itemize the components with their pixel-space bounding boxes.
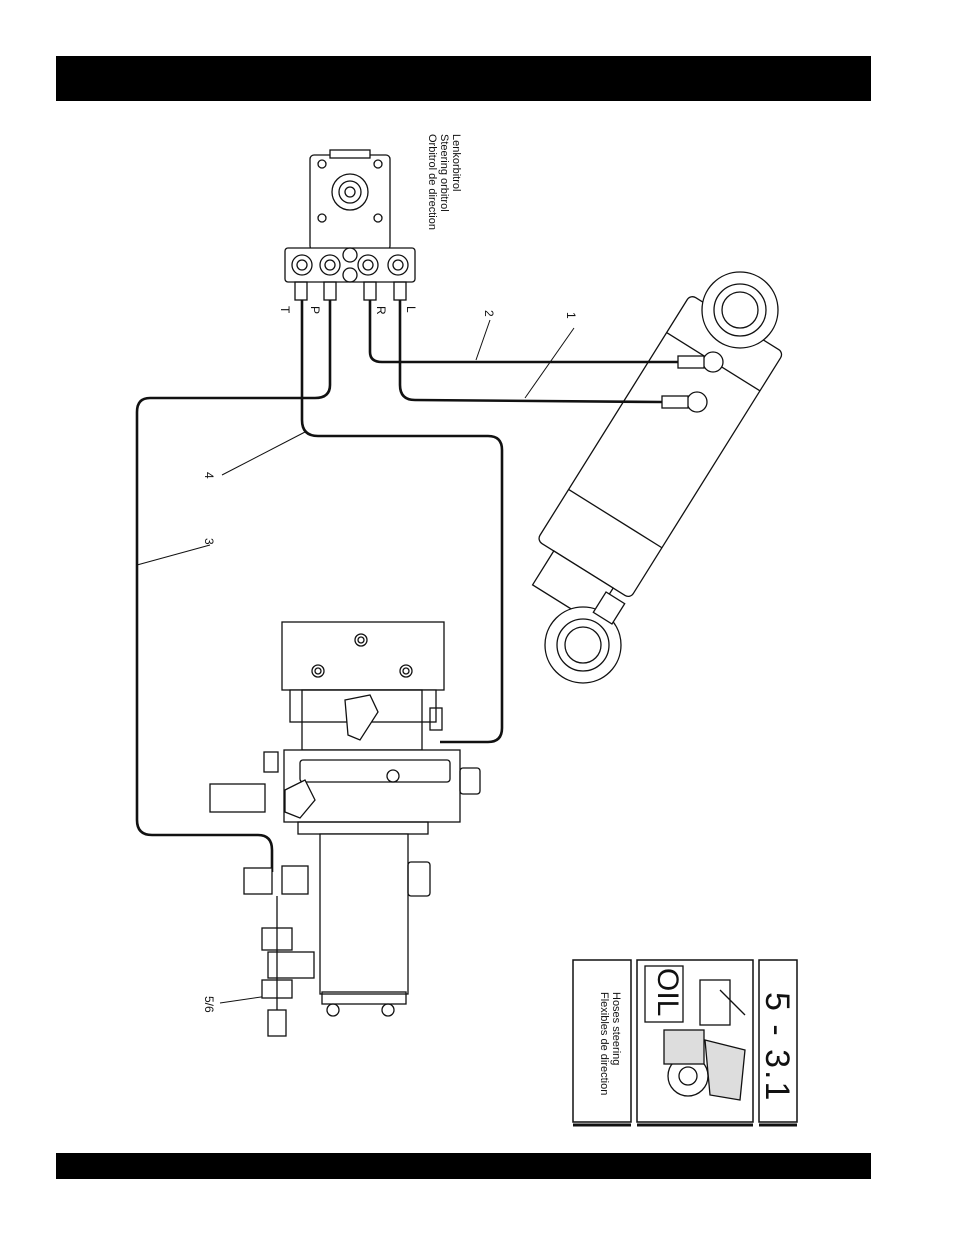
port-label-r: R <box>374 306 388 315</box>
port-label-l: L <box>404 306 418 313</box>
callout-5-6: 5/6 <box>202 996 216 1013</box>
steering-orbitrol <box>285 150 415 300</box>
callout-2: 2 <box>482 310 496 317</box>
callout-3: 3 <box>202 538 216 545</box>
callout-4: 4 <box>202 472 216 479</box>
tab-title-fr: Flexibles de direction <box>598 992 610 1095</box>
cylinder-eye-top <box>702 272 778 348</box>
orbitrol-label-fr: Orbitrol de direction <box>426 134 438 230</box>
section-number: 5 - 3.1 <box>757 992 796 1102</box>
orbitrol-caption: Lenkorbitrol Steering orbitrol Orbitrol … <box>426 134 462 230</box>
hydraulic-pump-assembly <box>210 622 480 1036</box>
tab-title: Hoses steering Flexibles de direction <box>598 992 622 1095</box>
tab-title-en: Hoses steering <box>610 992 622 1095</box>
port-label-p: P <box>308 306 322 314</box>
callout-1: 1 <box>564 312 578 319</box>
oil-label: OIL <box>650 968 684 1016</box>
orbitrol-label-en: Steering orbitrol <box>438 134 450 230</box>
hose-1 <box>400 300 662 402</box>
port-label-t: T <box>278 306 292 313</box>
orbitrol-label-de: Lenkorbitrol <box>450 134 462 230</box>
